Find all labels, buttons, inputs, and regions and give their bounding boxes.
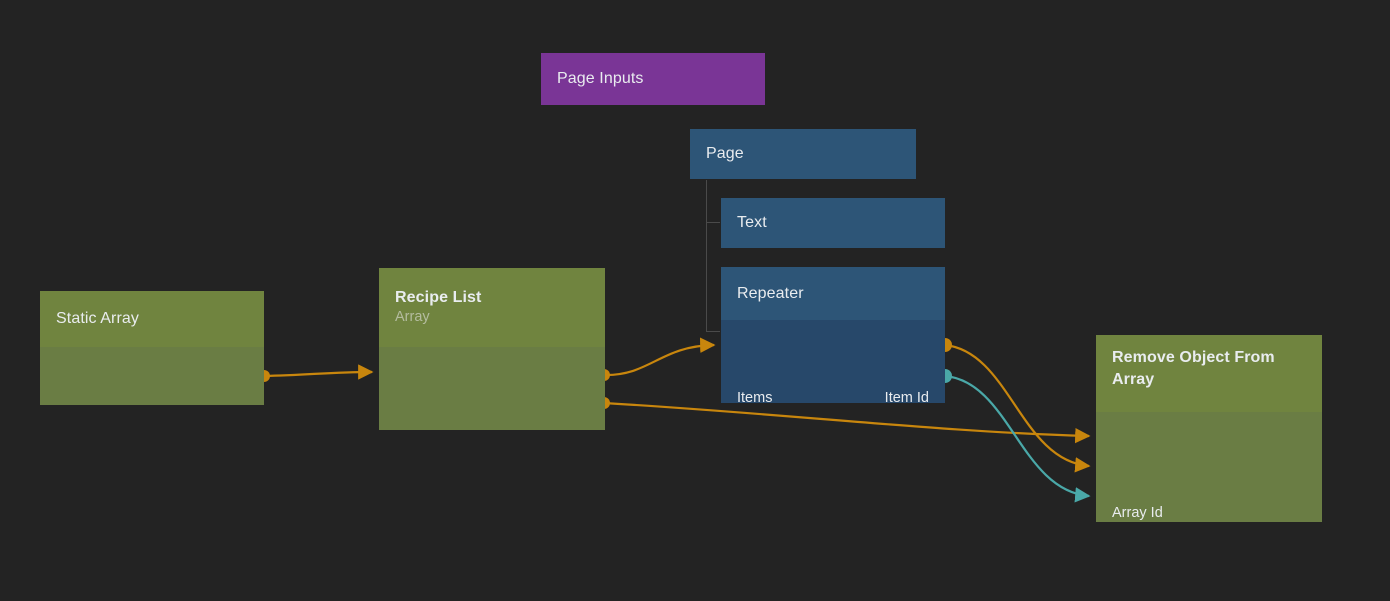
port-repeater-in-items[interactable]: Items xyxy=(737,387,772,403)
node-page-inputs-title: Page Inputs xyxy=(557,70,644,87)
node-static-array-body: Items xyxy=(40,347,264,405)
edge-repeater-request-delete-to-remove-do xyxy=(938,369,1091,503)
port-remove-object-in-array-id[interactable]: Array Id xyxy=(1112,502,1163,522)
port-label: Item Id xyxy=(884,390,929,403)
node-repeater-body: Items Item Id Request Delete xyxy=(721,320,945,403)
node-static-array-title: Static Array xyxy=(56,310,140,327)
tree-line-tick-repeater xyxy=(706,331,720,332)
node-text-header: Text xyxy=(721,198,945,248)
node-repeater[interactable]: Repeater Items Item Id Request Delete xyxy=(721,267,945,403)
port-label: Array Id xyxy=(1112,505,1163,521)
node-repeater-header: Repeater xyxy=(721,267,945,320)
edge-repeater-item-id-to-remove-object-id xyxy=(938,338,1091,473)
node-static-array[interactable]: Static Array Items xyxy=(40,291,264,405)
node-page-header: Page xyxy=(690,129,916,179)
node-recipe-list-title: Recipe List xyxy=(395,289,482,306)
node-recipe-list-body: Items Id xyxy=(379,347,605,430)
node-remove-object-body: Array Id Object Id Do xyxy=(1096,412,1322,522)
node-page[interactable]: Page xyxy=(690,129,916,179)
node-page-inputs[interactable]: Page Inputs xyxy=(541,53,765,105)
tree-line-tick-text xyxy=(706,222,720,223)
node-repeater-title: Repeater xyxy=(737,284,804,302)
node-recipe-list[interactable]: Recipe List Array Items Id xyxy=(379,268,605,430)
node-recipe-list-header: Recipe List Array xyxy=(379,268,605,347)
node-page-title: Page xyxy=(706,145,744,162)
node-remove-object-header: Remove Object From Array xyxy=(1096,335,1322,412)
edge-recipe-list-items-to-repeater-items xyxy=(598,337,716,381)
node-static-array-header: Static Array xyxy=(40,291,264,347)
tree-line-vertical xyxy=(706,180,707,332)
node-remove-object-title: Remove Object From Array xyxy=(1112,349,1275,388)
node-remove-object-from-array[interactable]: Remove Object From Array Array Id Object… xyxy=(1096,335,1322,522)
port-label: Items xyxy=(737,390,773,403)
port-repeater-out-item-id[interactable]: Item Id xyxy=(885,387,929,403)
node-text[interactable]: Text xyxy=(721,198,945,248)
node-recipe-list-subtitle: Array xyxy=(395,309,430,325)
edge-static-array-items-to-recipe-list-items xyxy=(258,364,374,382)
node-text-title: Text xyxy=(737,214,767,231)
node-page-inputs-header: Page Inputs xyxy=(541,53,765,105)
